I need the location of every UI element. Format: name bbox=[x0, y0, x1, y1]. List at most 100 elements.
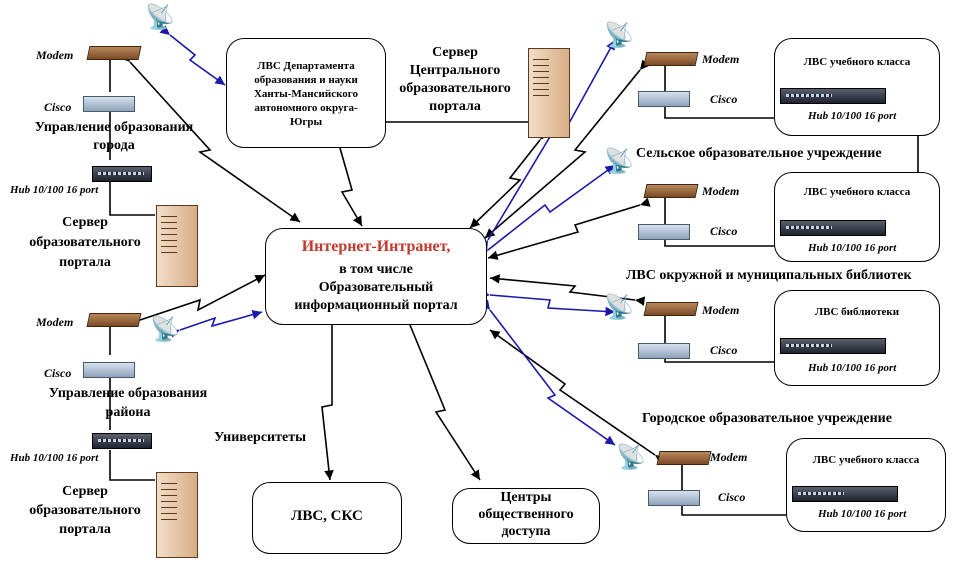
internet-intranet-box[interactable] bbox=[265, 228, 487, 325]
r4-cisco-icon bbox=[648, 490, 700, 506]
lb-modem-icon bbox=[86, 313, 142, 327]
link-right-4 bbox=[489, 329, 666, 465]
lt-title-line1: Управление образования bbox=[34, 120, 194, 135]
wireless-left-bottom bbox=[169, 309, 263, 338]
r3-modem-icon bbox=[643, 302, 699, 316]
department-lan-box[interactable] bbox=[226, 38, 386, 148]
centers-line2: общественного bbox=[478, 507, 574, 522]
satellite-dish-icon: 📡 bbox=[150, 317, 180, 343]
r2-modem-label: Modem bbox=[702, 184, 740, 198]
universities-label: Университеты bbox=[214, 430, 306, 445]
r4-lan-label: ЛВС учебного класса bbox=[812, 454, 920, 466]
r3-modem-label: Modem bbox=[702, 303, 740, 317]
link-left-top bbox=[119, 51, 301, 223]
r2-hub-icon bbox=[780, 220, 886, 236]
dept-line4: автономного округа- bbox=[254, 102, 358, 114]
r2-modem-icon bbox=[643, 184, 699, 198]
wireless-city bbox=[480, 299, 616, 446]
central-server-icon bbox=[528, 48, 570, 138]
r3-lan-label: ЛВС библиотеки bbox=[814, 306, 900, 318]
r1-lan-box[interactable] bbox=[774, 38, 940, 136]
r3-cisco-icon bbox=[638, 343, 690, 359]
centers-line1: Центры bbox=[500, 490, 552, 505]
wireless-library bbox=[480, 289, 616, 317]
central-server-line2: Центрального bbox=[409, 63, 501, 78]
r4-hub-label: Hub 10/100 16 port bbox=[818, 508, 907, 520]
central-server-line4: портала bbox=[429, 99, 481, 114]
r1-cisco-label: Cisco bbox=[710, 92, 738, 106]
lt-cisco-icon bbox=[83, 96, 135, 112]
lb-title-line1: Управление образования bbox=[48, 386, 208, 401]
city-title: Городское образовательное учреждение bbox=[642, 411, 892, 426]
dept-line5: Югры bbox=[289, 116, 323, 128]
center-line3: информационный портал bbox=[294, 298, 458, 313]
center-title: Интернет-Интранет, bbox=[301, 238, 451, 255]
r4-cisco-label: Cisco bbox=[718, 490, 746, 504]
r1-lan-label: ЛВС учебного класса bbox=[803, 56, 911, 68]
lb-modem-label: Modem bbox=[36, 315, 74, 329]
r2-lan-label: ЛВС учебного класса bbox=[803, 186, 911, 198]
centers-line3: доступа bbox=[501, 524, 551, 539]
lt-server-line1: Сервер bbox=[62, 215, 108, 230]
rural-title: Сельское образовательное учреждение bbox=[636, 146, 882, 161]
lt-modem-label: Modem bbox=[36, 48, 74, 62]
satellite-dish-icon: 📡 bbox=[145, 5, 175, 31]
central-server-line3: образовательного bbox=[399, 81, 511, 96]
r4-modem-label: Modem bbox=[710, 450, 748, 464]
wireless-dept bbox=[159, 25, 226, 86]
lt-hub-icon bbox=[92, 166, 152, 182]
lt-server-line2: образовательного bbox=[29, 235, 141, 250]
wireless-rural bbox=[477, 164, 616, 260]
lb-cisco-label: Cisco bbox=[44, 366, 72, 380]
lb-title-line2: района bbox=[105, 405, 151, 420]
r3-hub-label: Hub 10/100 16 port bbox=[808, 362, 897, 374]
r4-hub-icon bbox=[792, 486, 898, 502]
dept-line2: образования и науки bbox=[254, 74, 358, 86]
r2-cisco-icon bbox=[638, 224, 690, 240]
lb-cisco-icon bbox=[83, 362, 135, 378]
r3-hub-icon bbox=[780, 338, 886, 354]
public-access-box[interactable] bbox=[452, 488, 600, 544]
lb-server-line1: Сервер bbox=[62, 484, 108, 499]
r1-cisco-icon bbox=[638, 91, 690, 107]
satellite-dish-icon: 📡 bbox=[604, 295, 634, 321]
lb-server-icon bbox=[156, 472, 198, 558]
satellite-dish-icon: 📡 bbox=[604, 23, 634, 49]
lt-title-line2: города bbox=[93, 138, 135, 153]
r4-lan-box[interactable] bbox=[786, 438, 946, 532]
center-line2: Образовательный bbox=[318, 280, 434, 295]
link-centers bbox=[401, 314, 481, 481]
central-server-line1: Сервер bbox=[432, 45, 478, 60]
lvs-sks-box[interactable] bbox=[252, 482, 402, 554]
satellite-dish-icon: 📡 bbox=[616, 445, 646, 471]
lt-server-line3: портала bbox=[59, 255, 111, 270]
r1-modem-label: Modem bbox=[702, 52, 740, 66]
lb-hub-icon bbox=[92, 433, 152, 449]
r4-modem-icon bbox=[656, 451, 712, 465]
dept-line3: Ханты-Мансийского bbox=[253, 88, 358, 100]
lt-cisco-label: Cisco bbox=[44, 100, 72, 114]
r1-hub-label: Hub 10/100 16 port bbox=[808, 110, 897, 122]
link-universities bbox=[321, 315, 337, 481]
libraries-title: ЛВС окружной и муниципальных библиотек bbox=[626, 268, 912, 283]
r2-cisco-label: Cisco bbox=[710, 224, 738, 238]
lvs-sks-label: ЛВС, СКС bbox=[291, 508, 363, 524]
lb-server-line2: образовательного bbox=[29, 503, 141, 518]
link-central-server bbox=[469, 129, 550, 229]
r2-lan-box[interactable] bbox=[774, 172, 940, 262]
lt-hub-label: Hub 10/100 16 port bbox=[10, 184, 99, 196]
satellite-dish-icon: 📡 bbox=[604, 149, 634, 175]
lt-server-icon bbox=[156, 205, 198, 287]
lb-hub-label: Hub 10/100 16 port bbox=[10, 452, 99, 464]
link-dept bbox=[332, 137, 363, 227]
r3-cisco-label: Cisco bbox=[710, 343, 738, 357]
r2-hub-label: Hub 10/100 16 port bbox=[808, 242, 897, 254]
center-line1: в том числе bbox=[339, 262, 413, 277]
dept-line1: ЛВС Департамента bbox=[257, 60, 355, 72]
lt-modem-icon bbox=[86, 46, 142, 60]
lb-server-line3: портала bbox=[59, 522, 111, 537]
r1-modem-icon bbox=[643, 52, 699, 66]
r1-hub-icon bbox=[780, 88, 886, 104]
